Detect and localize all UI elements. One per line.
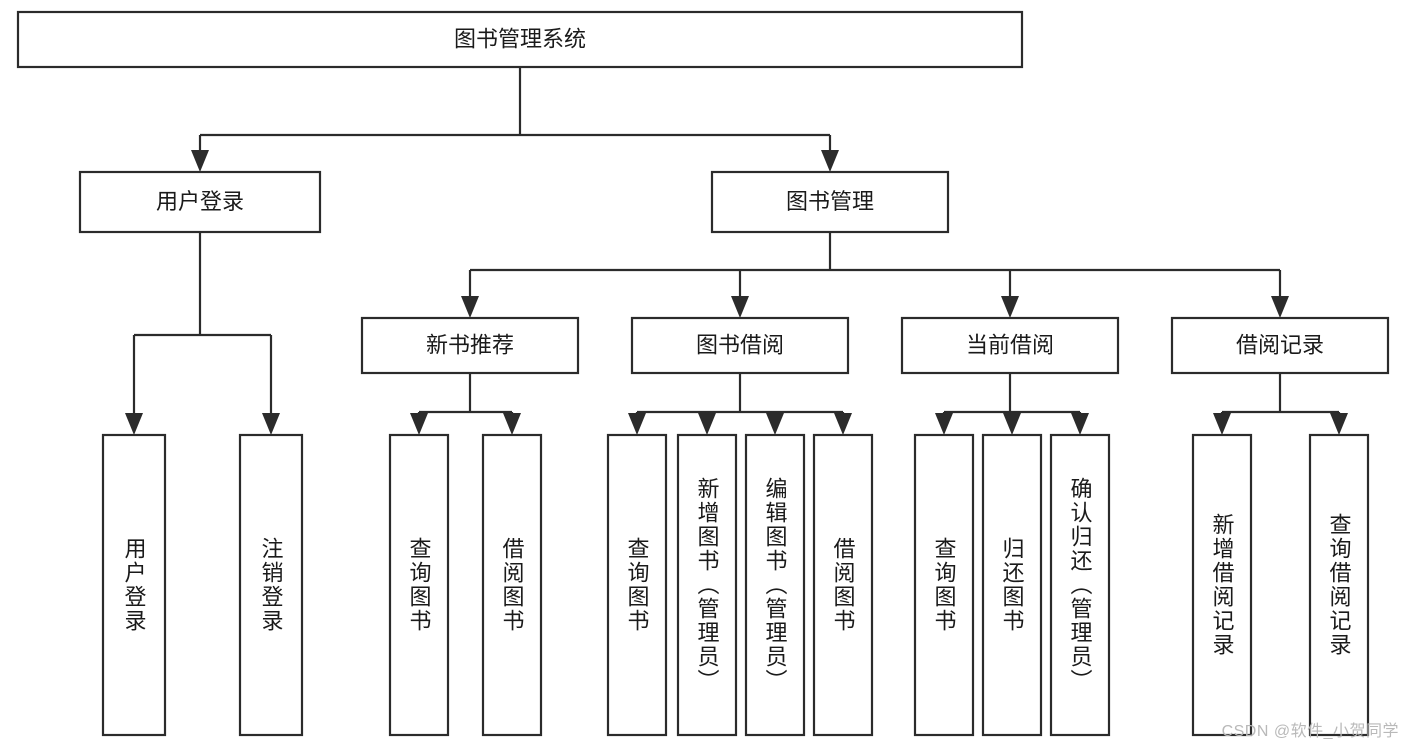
node-root-box[interactable] bbox=[16, 10, 1024, 69]
node-root-label: 图书管理系统 bbox=[454, 26, 586, 51]
node-current-borrow-label: 当前借阅 bbox=[966, 332, 1054, 357]
node-leaf-query-book-2-box[interactable] bbox=[606, 433, 668, 737]
node-borrow-record-label: 借阅记录 bbox=[1236, 332, 1324, 357]
node-leaf-return-book-box[interactable] bbox=[981, 433, 1043, 737]
node-borrow-record-box[interactable] bbox=[1170, 316, 1390, 375]
connector-layer bbox=[125, 67, 1348, 435]
node-current-borrow-box[interactable] bbox=[900, 316, 1120, 375]
node-leaf-add-borrow-record-box[interactable] bbox=[1191, 433, 1253, 737]
node-new-book-recommend-box[interactable] bbox=[360, 316, 580, 375]
node-leaf-query-book-1-box[interactable] bbox=[388, 433, 450, 737]
node-leaf-logout-box[interactable] bbox=[238, 433, 304, 737]
node-leaf-confirm-return-box[interactable] bbox=[1049, 433, 1111, 737]
node-leaf-query-borrow-record-box[interactable] bbox=[1308, 433, 1370, 737]
node-book-management-label: 图书管理 bbox=[786, 189, 874, 214]
node-leaf-add-book-box[interactable] bbox=[676, 433, 738, 737]
node-user-login-label: 用户登录 bbox=[156, 189, 244, 214]
node-book-borrow-label: 图书借阅 bbox=[696, 332, 784, 357]
node-leaf-user-login-box[interactable] bbox=[101, 433, 167, 737]
node-leaf-borrow-book-1-box[interactable] bbox=[481, 433, 543, 737]
node-book-borrow-box[interactable] bbox=[630, 316, 850, 375]
node-leaf-query-book-3-box[interactable] bbox=[913, 433, 975, 737]
box-layer bbox=[16, 10, 1390, 737]
node-leaf-edit-book-box[interactable] bbox=[744, 433, 806, 737]
node-leaf-borrow-book-2-box[interactable] bbox=[812, 433, 874, 737]
node-user-login-box[interactable] bbox=[78, 170, 322, 234]
watermark: CSDN @软件_小贺同学 bbox=[1221, 723, 1399, 740]
node-book-management-box[interactable] bbox=[710, 170, 950, 234]
node-new-book-recommend-label: 新书推荐 bbox=[426, 332, 514, 357]
